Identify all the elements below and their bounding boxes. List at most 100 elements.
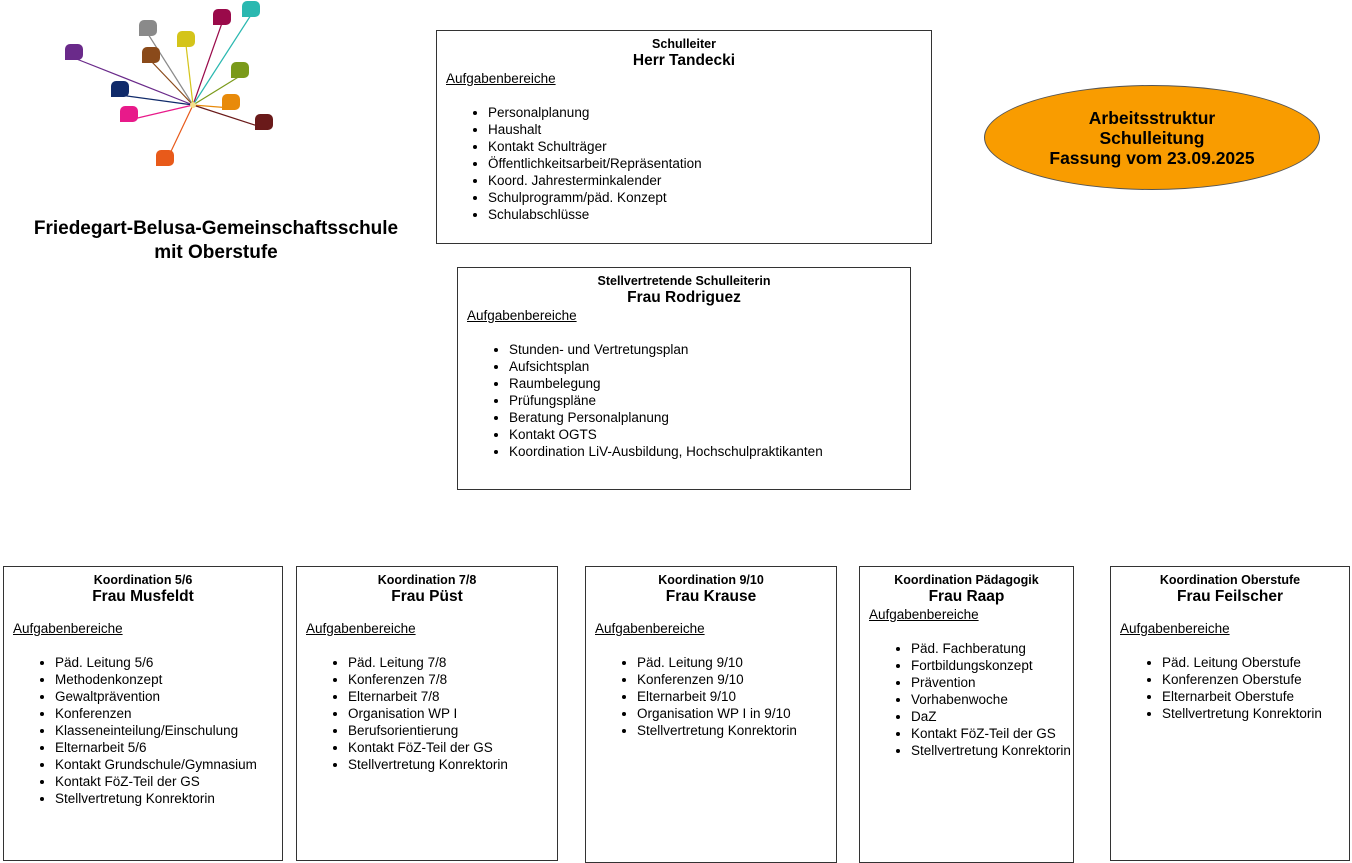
- logo-marker-yellow: [177, 31, 195, 47]
- task-item: Koord. Jahresterminkalender: [488, 172, 931, 189]
- person-name: Frau Musfeldt: [92, 588, 194, 605]
- section-heading: Aufgabenbereiche: [1120, 621, 1230, 636]
- task-item: Prävention: [911, 674, 1073, 691]
- logo-marker-gray: [139, 20, 157, 36]
- logo-ray: [128, 104, 194, 121]
- section-heading: Aufgabenbereiche: [306, 621, 416, 636]
- logo-marker-purple: [65, 44, 83, 60]
- person-name: Herr Tandecki: [632, 52, 736, 69]
- box-title: Koordination 7/8: [377, 573, 477, 587]
- task-item: Kontakt Schulträger: [488, 138, 931, 155]
- task-item: Kontakt FöZ-Teil der GS: [348, 739, 557, 756]
- badge-line2: Schulleitung: [1099, 127, 1205, 148]
- title-badge: Arbeitsstruktur Schulleitung Fassung vom…: [984, 85, 1320, 190]
- task-item: Konferenzen 7/8: [348, 671, 557, 688]
- logo-marker-olive: [231, 62, 249, 78]
- person-name: Frau Rodriguez: [627, 289, 741, 306]
- box-title: Koordination 9/10: [658, 573, 764, 587]
- task-item: Beratung Personalplanung: [509, 409, 910, 426]
- logo-marker-pink: [120, 106, 138, 122]
- school-logo: [65, 1, 273, 166]
- task-item: Öffentlichkeitsarbeit/Repräsentation: [488, 155, 931, 172]
- logo-marker-brown: [142, 47, 160, 63]
- school-name-line2: mit Oberstufe: [154, 242, 278, 263]
- task-item: Aufsichtsplan: [509, 358, 910, 375]
- task-item: Stellvertretung Konrektorin: [1162, 705, 1349, 722]
- task-list: Päd. FachberatungFortbildungskonzeptPräv…: [860, 640, 1073, 759]
- section-heading: Aufgabenbereiche: [869, 607, 979, 622]
- person-name: Frau Püst: [391, 588, 463, 605]
- task-item: Konferenzen 9/10: [637, 671, 836, 688]
- task-item: Kontakt FöZ-Teil der GS: [55, 773, 282, 790]
- badge-line1: Arbeitsstruktur: [1088, 107, 1216, 128]
- task-item: Organisation WP I: [348, 705, 557, 722]
- section-heading: Aufgabenbereiche: [13, 621, 123, 636]
- person-name: Frau Feilscher: [1177, 588, 1283, 605]
- task-item: Elternarbeit 7/8: [348, 688, 557, 705]
- task-item: Päd. Leitung Oberstufe: [1162, 654, 1349, 671]
- box-title: Koordination Pädagogik: [894, 573, 1039, 587]
- logo-ray: [192, 104, 265, 129]
- task-item: Haushalt: [488, 121, 931, 138]
- logo-marker-crimson: [213, 9, 231, 25]
- logo-marker-teal: [242, 1, 260, 17]
- badge-date: Fassung vom 23.09.2025: [1049, 147, 1255, 168]
- task-item: Kontakt FöZ-Teil der GS: [911, 725, 1073, 742]
- logo-ray: [192, 14, 252, 106]
- task-item: Päd. Leitung 7/8: [348, 654, 557, 671]
- section-heading: Aufgabenbereiche: [446, 71, 556, 86]
- section-heading: Aufgabenbereiche: [467, 308, 577, 323]
- task-item: Fortbildungskonzept: [911, 657, 1073, 674]
- logo-marker-orange: [222, 94, 240, 110]
- task-item: Methodenkonzept: [55, 671, 282, 688]
- logo-marker-navy: [111, 81, 129, 97]
- task-item: Stunden- und Vertretungsplan: [509, 341, 910, 358]
- logo-ray: [185, 44, 194, 106]
- task-item: Päd. Leitung 5/6: [55, 654, 282, 671]
- task-item: Gewaltprävention: [55, 688, 282, 705]
- box-title: Koordination 5/6: [93, 573, 193, 587]
- task-item: Vorhabenwoche: [911, 691, 1073, 708]
- section-heading: Aufgabenbereiche: [595, 621, 705, 636]
- task-item: Konferenzen Oberstufe: [1162, 671, 1349, 688]
- task-list: Päd. Leitung 7/8Konferenzen 7/8Elternarb…: [297, 654, 557, 773]
- task-item: Stellvertretung Konrektorin: [55, 790, 282, 807]
- task-item: Schulabschlüsse: [488, 206, 931, 223]
- logo-center-dot: [190, 102, 196, 108]
- task-list: Päd. Leitung 9/10Konferenzen 9/10Elterna…: [586, 654, 836, 739]
- logo-marker-orangered: [156, 150, 174, 166]
- task-item: Kontakt Grundschule/Gymnasium: [55, 756, 282, 773]
- school-name-line1: Friedegart-Belusa-Gemeinschaftsschule: [33, 218, 399, 239]
- task-item: Koordination LiV-Ausbildung, Hochschulpr…: [509, 443, 910, 460]
- task-item: Klasseneinteilung/Einschulung: [55, 722, 282, 739]
- task-item: Schulprogramm/päd. Konzept: [488, 189, 931, 206]
- task-item: Päd. Fachberatung: [911, 640, 1073, 657]
- school-name: Friedegart-Belusa-Gemeinschaftsschule mi…: [10, 217, 422, 265]
- task-list: Päd. Leitung OberstufeKonferenzen Oberst…: [1111, 654, 1349, 722]
- task-item: Personalplanung: [488, 104, 931, 121]
- logo-marker-darkred: [255, 114, 273, 130]
- box-title: Schulleiter: [652, 37, 716, 51]
- logo-ray: [119, 94, 194, 106]
- task-list: Stunden- und VertretungsplanAufsichtspla…: [458, 341, 910, 460]
- task-item: Organisation WP I in 9/10: [637, 705, 836, 722]
- task-item: Elternarbeit 5/6: [55, 739, 282, 756]
- task-item: Kontakt OGTS: [509, 426, 910, 443]
- logo-ray: [192, 22, 223, 106]
- task-item: Stellvertretung Konrektorin: [348, 756, 557, 773]
- task-item: DaZ: [911, 708, 1073, 725]
- person-name: Frau Krause: [665, 588, 757, 605]
- task-item: Stellvertretung Konrektorin: [911, 742, 1073, 759]
- task-item: Elternarbeit Oberstufe: [1162, 688, 1349, 705]
- task-item: Berufsorientierung: [348, 722, 557, 739]
- task-item: Elternarbeit 9/10: [637, 688, 836, 705]
- task-list: PersonalplanungHaushaltKontakt Schulträg…: [437, 104, 931, 223]
- task-item: Päd. Leitung 9/10: [637, 654, 836, 671]
